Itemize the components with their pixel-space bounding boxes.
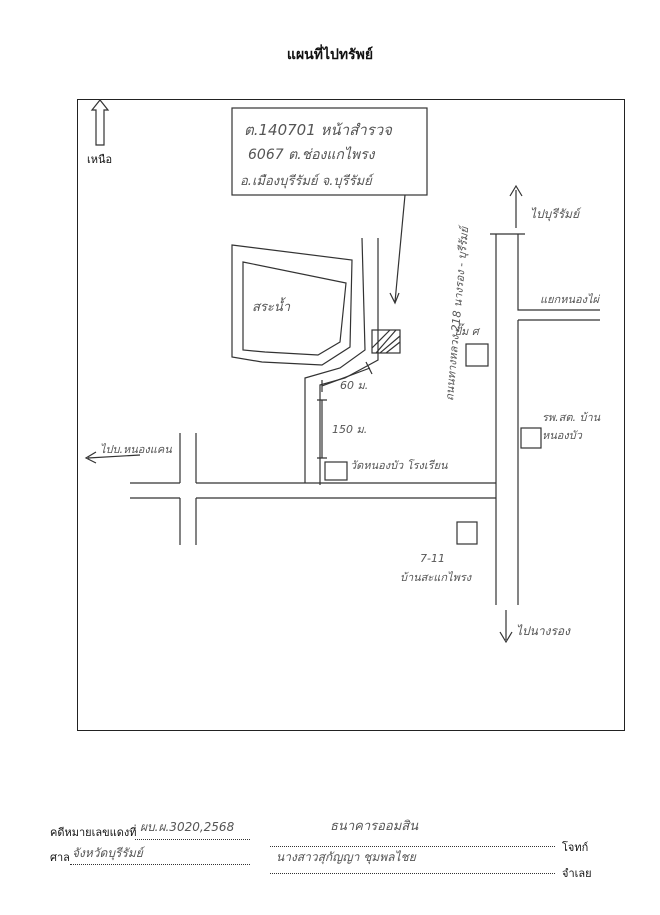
- defendant-value: นางสาวสุกัญญา ชุมพลไชย: [276, 850, 416, 864]
- gas-station-label: ปั๊ม ศ: [454, 325, 479, 338]
- crossroad-upper: [179, 433, 197, 483]
- dist-60-line: [321, 367, 371, 387]
- address-line2: 6067 ต.ช่องแกไพรง: [248, 147, 375, 163]
- to-nangrong-label: ไปนางรอง: [516, 624, 570, 638]
- court-row: ศาล: [50, 848, 70, 866]
- seven-eleven-building: [456, 521, 478, 545]
- to-buriram-label: ไปบุรีรัมย์: [530, 207, 580, 221]
- plaintiff-value: ธนาคารออมสิน: [330, 819, 419, 834]
- map-frame: [77, 99, 625, 731]
- gas-station-building: [465, 343, 489, 367]
- temple-school-label: วัดหนองบัว โรงเรียน: [350, 459, 448, 472]
- to-nangrong-arrow-icon: [499, 610, 513, 644]
- plaintiff-label: โจทก์: [562, 841, 589, 854]
- defendant-underline: [270, 872, 555, 874]
- pond-label: สระน้ำ: [252, 300, 291, 315]
- pointer-line: [394, 194, 406, 303]
- pointer-arrowhead: [389, 292, 400, 305]
- seven-branch-label: บ้านสะแกไพรง: [400, 571, 472, 584]
- case-label: คดีหมายเลขแดงที่: [50, 826, 137, 839]
- court-underline: [70, 863, 250, 865]
- highway-right-edge-upper: [517, 234, 600, 311]
- dist-150-label: 150 ม.: [332, 423, 368, 436]
- address-box: [231, 107, 428, 196]
- road-left-edge: [304, 237, 366, 483]
- case-value: ผบ.ผ.3020,2568: [140, 820, 235, 834]
- defendant-label: จำเลย: [562, 867, 592, 880]
- intersection-label: แยกหนองไผ่: [540, 293, 599, 306]
- pond-inner: [242, 261, 347, 356]
- temple-school-building: [324, 461, 348, 481]
- seven-eleven-label: 7-11: [420, 552, 445, 565]
- north-label: เหนือ: [87, 153, 113, 166]
- address-line1: ต.140701 หน้าสำรวจ: [244, 121, 392, 139]
- page-title: แผนที่ไปทรัพย์: [286, 47, 374, 63]
- plaintiff-underline: [270, 845, 555, 847]
- case-number-row: คดีหมายเลขแดงที่: [50, 823, 137, 841]
- case-underline: [135, 838, 250, 840]
- to-buriram-arrow-icon: [509, 184, 523, 228]
- address-line3: อ.เมืองบุรีรัมย์ จ.บุรีรัมย์: [240, 174, 372, 189]
- court-value: จังหวัดบุรีรัมย์: [72, 846, 143, 860]
- dist-60-label: 60 ม.: [340, 379, 369, 392]
- to-nongkhaen-arrow-icon: [84, 451, 141, 464]
- health-center-building: [520, 427, 542, 449]
- crossroad-lower: [179, 498, 197, 545]
- court-label: ศาล: [50, 851, 70, 864]
- property-plot: [371, 329, 401, 354]
- health-center-label: รพ.สต. บ้านหนองบัว: [542, 411, 601, 442]
- pond-outer: [231, 244, 353, 366]
- north-arrow-icon: [90, 99, 110, 146]
- to-nongkhaen-label: ไปบ.หนองแคน: [100, 443, 172, 456]
